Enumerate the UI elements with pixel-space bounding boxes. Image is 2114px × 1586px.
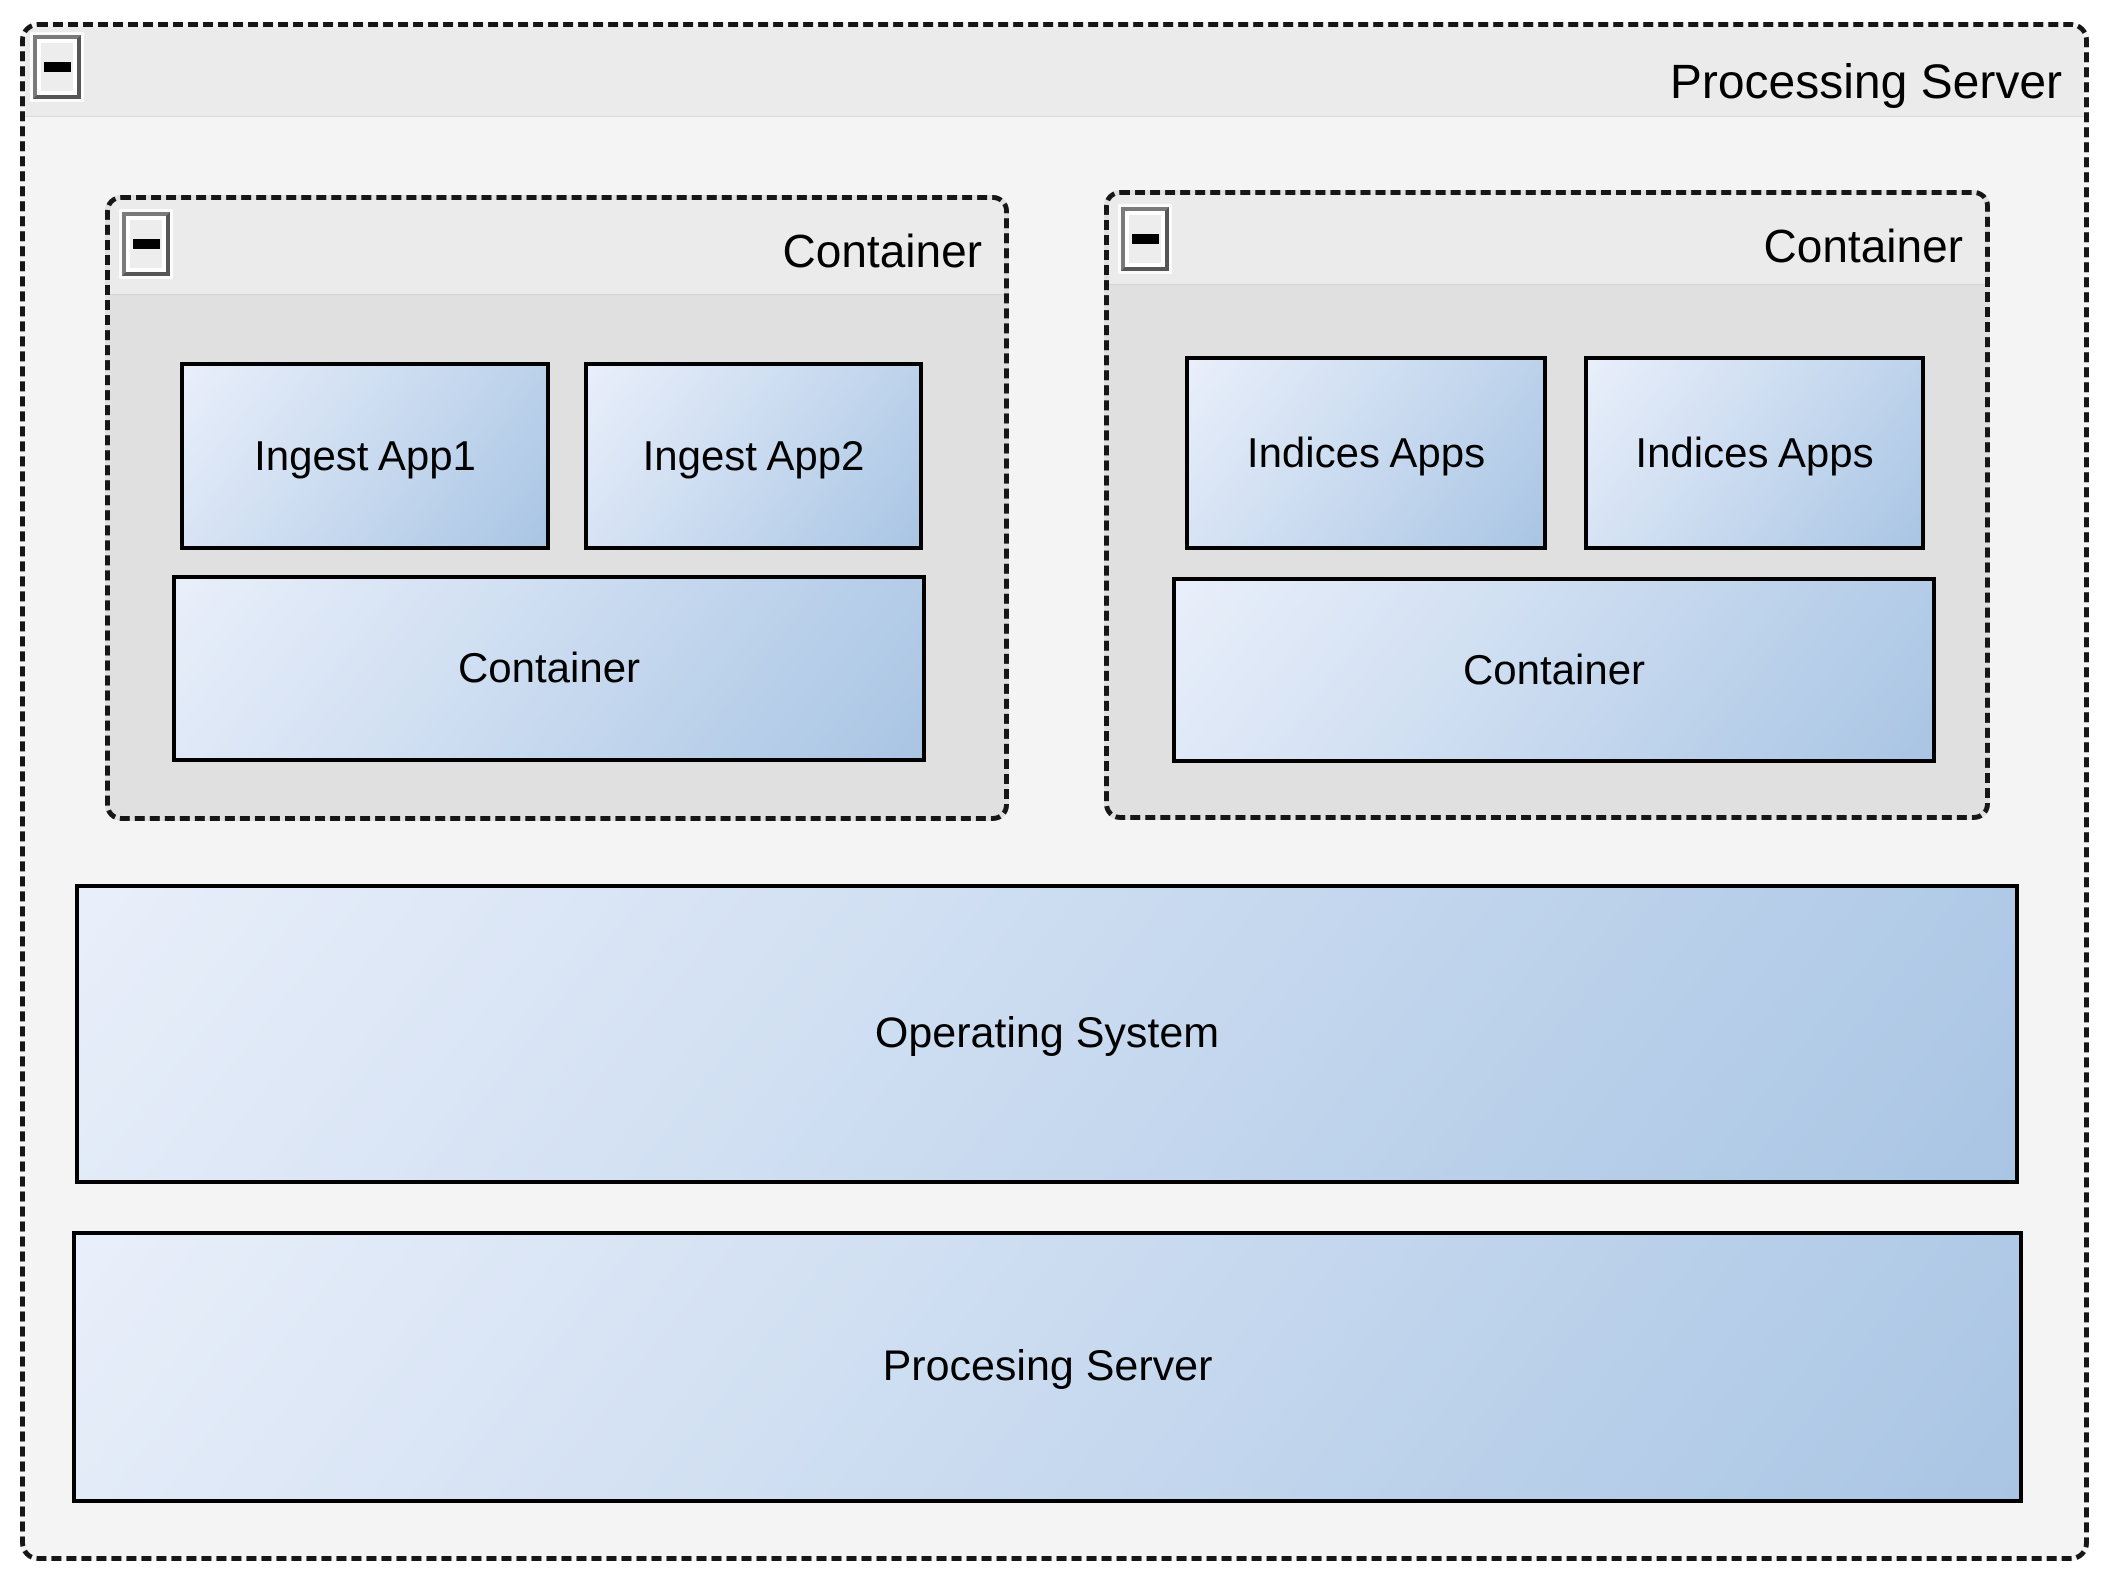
node-title: Container [782,225,982,277]
container-runtime-node-left[interactable]: Container [172,575,926,762]
node-label: Container [1462,645,1646,693]
node-label: Indices Apps [1635,428,1874,476]
node-label: Operating System [874,1009,1220,1058]
indices-apps-node-1[interactable]: Indices Apps [1185,356,1547,550]
node-label: Procesing Server [882,1342,1213,1391]
collapse-button[interactable] [1121,207,1169,271]
collapse-button[interactable] [33,35,81,99]
indices-apps-node-2[interactable]: Indices Apps [1584,356,1925,550]
node-label: Container [457,644,641,692]
container-node-right[interactable]: Container Indices Apps Indices Apps Cont… [1104,190,1990,820]
processing-server-layer-node[interactable]: Procesing Server [72,1231,2023,1503]
processing-server-header [25,27,2084,117]
node-label: Indices Apps [1246,428,1486,476]
minus-icon [132,239,160,249]
processing-server-node[interactable]: Processing Server Container Ingest App1 … [20,22,2089,1561]
container-header [110,200,1004,295]
container-header [1109,195,1985,285]
collapse-button[interactable] [122,212,170,276]
node-title: Container [1763,220,1963,272]
container-node-left[interactable]: Container Ingest App1 Ingest App2 Contai… [105,195,1009,821]
minus-icon [43,62,71,72]
ingest-app2-node[interactable]: Ingest App2 [584,362,923,550]
minus-icon [1131,234,1159,244]
node-label: Ingest App2 [642,431,865,479]
container-runtime-node-right[interactable]: Container [1172,577,1936,763]
ingest-app1-node[interactable]: Ingest App1 [180,362,550,550]
node-label: Ingest App1 [254,431,476,479]
node-title: Processing Server [1669,56,2062,109]
operating-system-node[interactable]: Operating System [75,884,2019,1184]
